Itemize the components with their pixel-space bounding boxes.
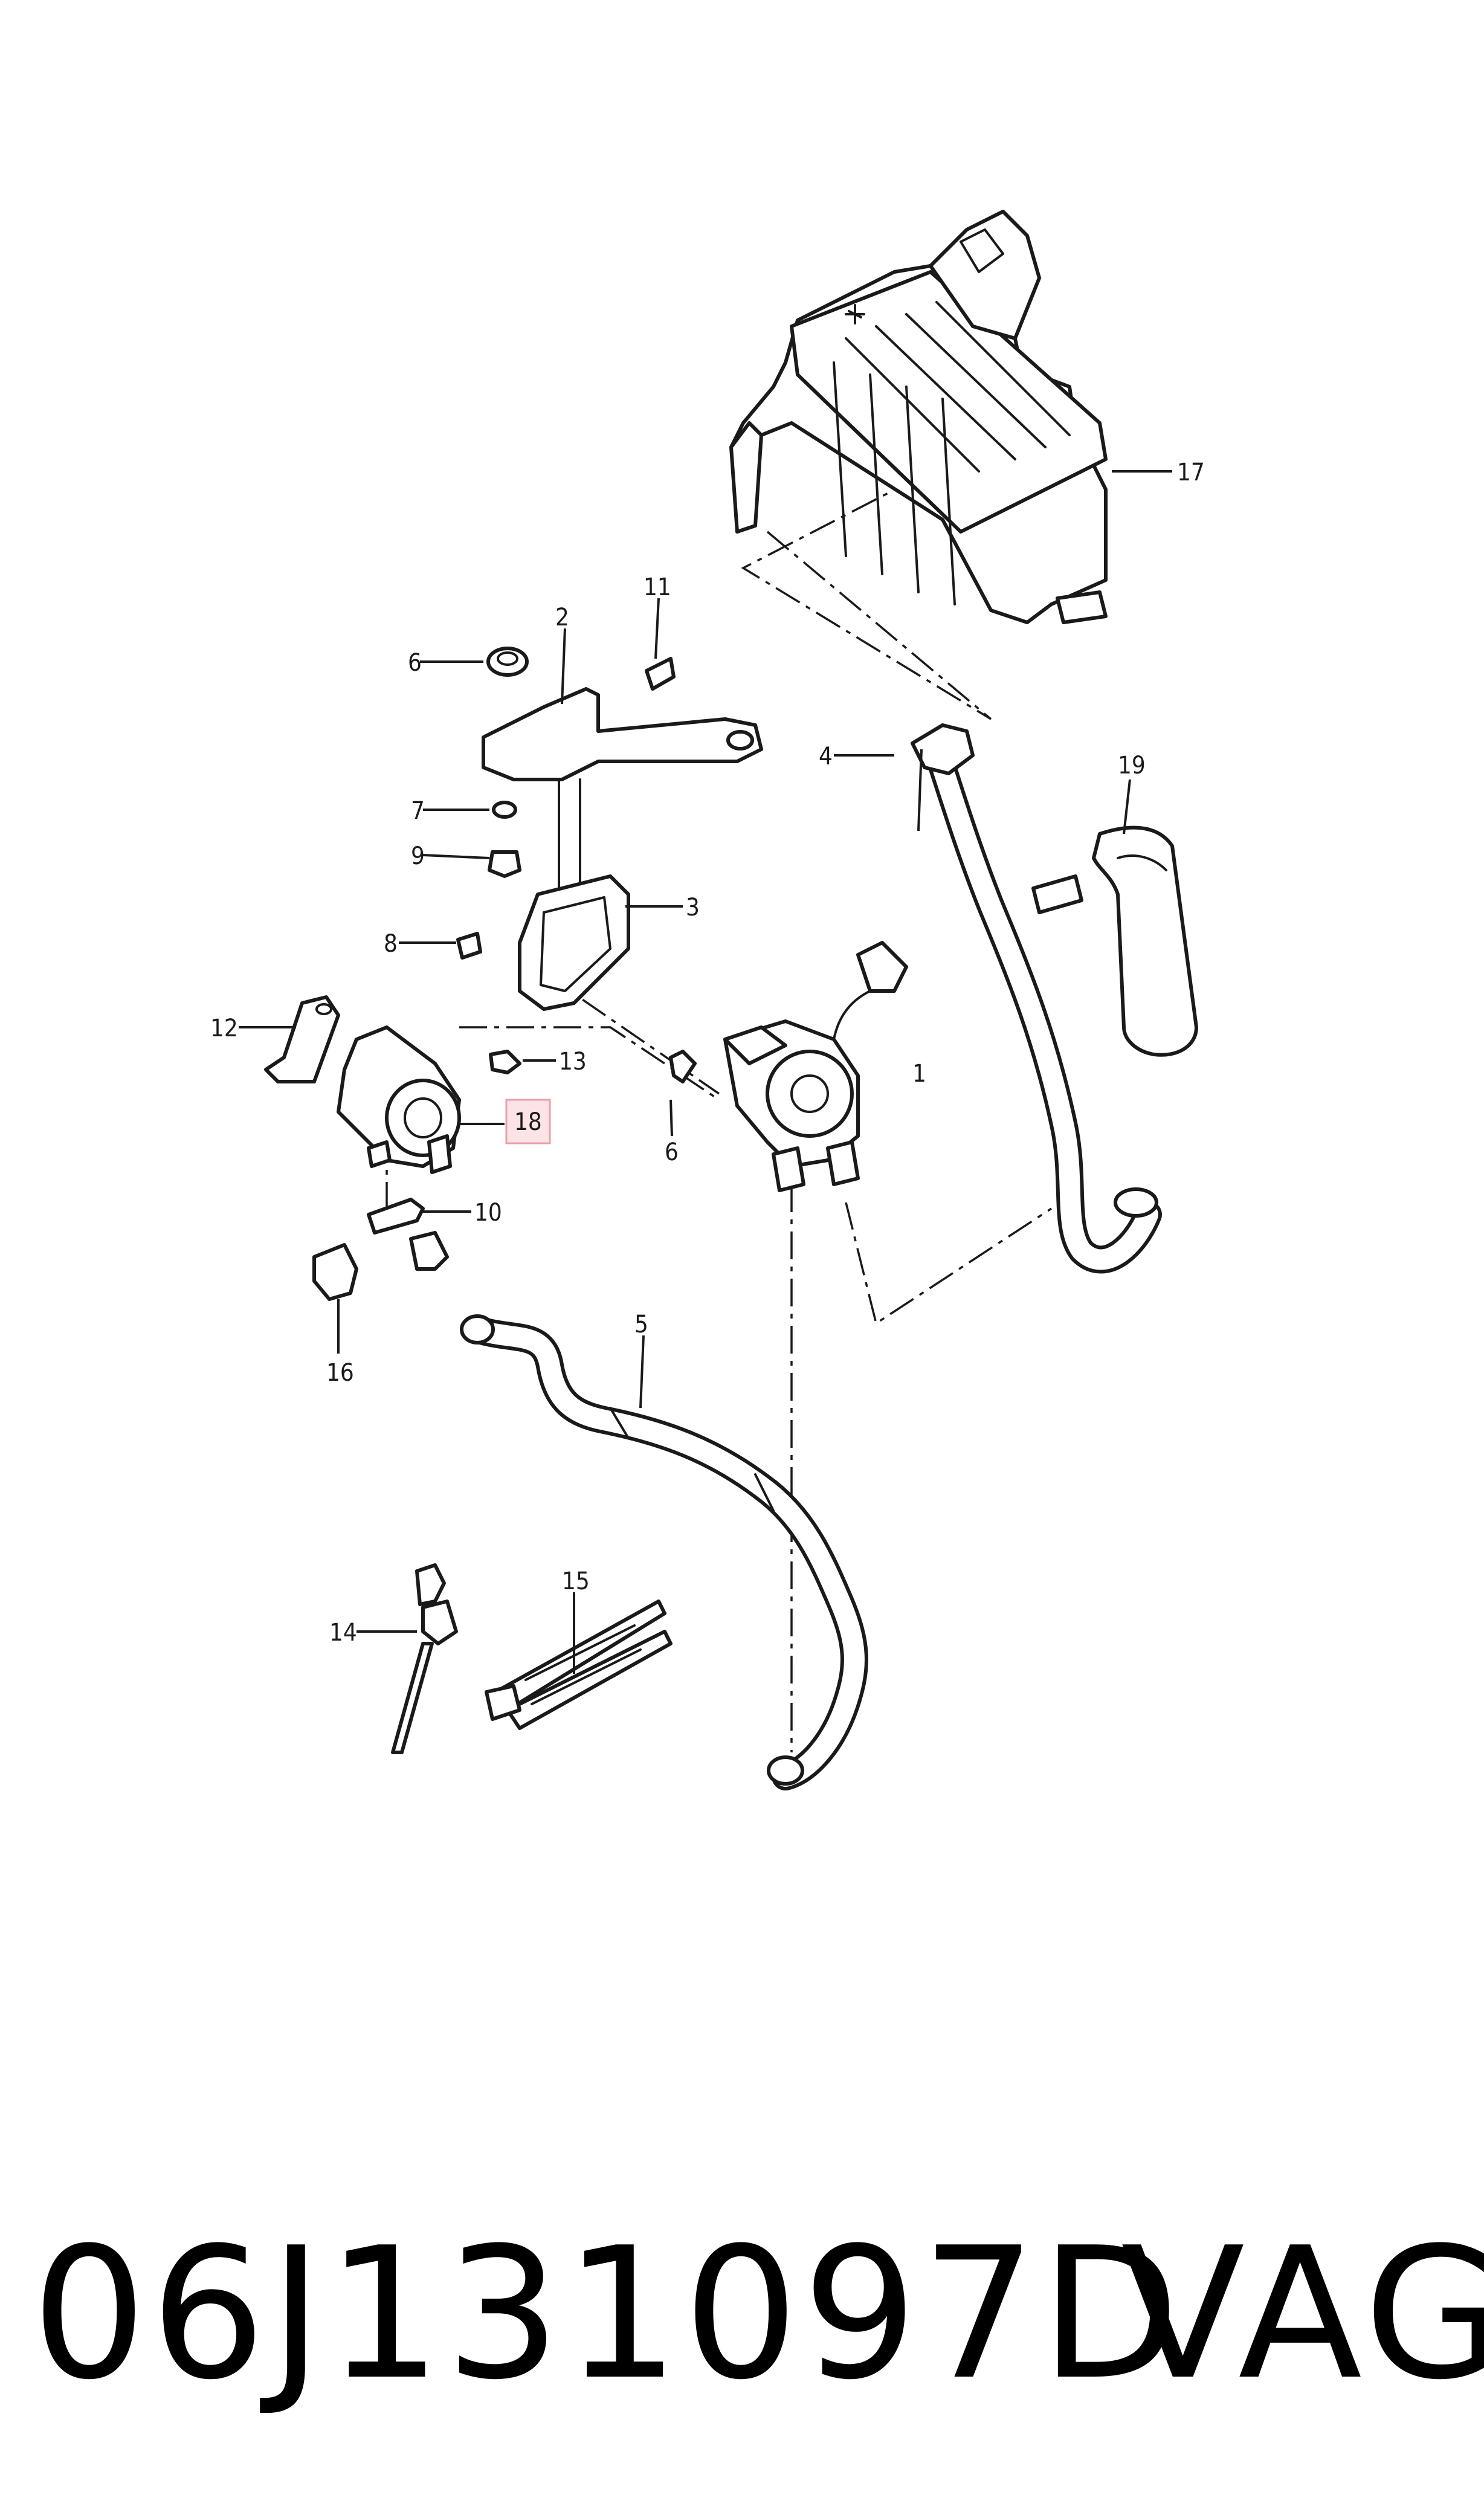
part-number-caption: 06J131097D (31, 2209, 1184, 2420)
callout-6-top: 6 (408, 649, 422, 677)
valve-18 (337, 1025, 461, 1174)
hose-5 (460, 1314, 868, 1790)
callout-5: 5 (634, 1311, 648, 1338)
gasket-10 (367, 1198, 425, 1235)
callout-18: 18 (514, 1108, 542, 1136)
callout-13: 13 (559, 1048, 587, 1076)
callout-17: 17 (1177, 459, 1205, 486)
connector-16 (312, 1231, 449, 1301)
callout-15: 15 (562, 1567, 590, 1595)
small-hardware (456, 647, 697, 1083)
callout-8: 8 (384, 930, 398, 958)
callout-labels: 1 2 3 4 5 6 6 7 8 9 10 11 12 13 14 15 16… (210, 459, 1205, 1647)
bracket-2 (482, 687, 763, 908)
clip-14 (391, 1563, 458, 1754)
callout-14: 14 (329, 1619, 357, 1647)
callout-3: 3 (686, 894, 700, 922)
callout-4: 4 (819, 743, 833, 770)
hose-4 (911, 723, 1162, 1274)
callout-18-highlight (505, 1099, 551, 1144)
air-filter-housing (729, 210, 1108, 624)
callout-9: 9 (411, 842, 425, 870)
callout-10: 10 (474, 1199, 502, 1227)
hose-19 (1092, 825, 1198, 1057)
callout-11: 11 (644, 573, 671, 601)
leader-lines (239, 470, 1172, 1674)
callout-16: 16 (326, 1359, 354, 1387)
bracket-12 (264, 995, 340, 1083)
callout-1: 1 (912, 1060, 926, 1088)
callout-7: 7 (411, 797, 425, 825)
gasket-3 (518, 874, 630, 1011)
callout-12: 12 (210, 1015, 238, 1042)
electric-pump-1 (723, 941, 908, 1192)
assembly-guide-lines (386, 476, 1052, 1752)
brand-caption: VAG (1121, 2209, 1484, 2420)
callout-6-bottom: 6 (665, 1138, 679, 1166)
cable-ties-15 (485, 1600, 673, 1730)
callout-19: 19 (1118, 752, 1146, 780)
callout-2: 2 (555, 604, 569, 631)
